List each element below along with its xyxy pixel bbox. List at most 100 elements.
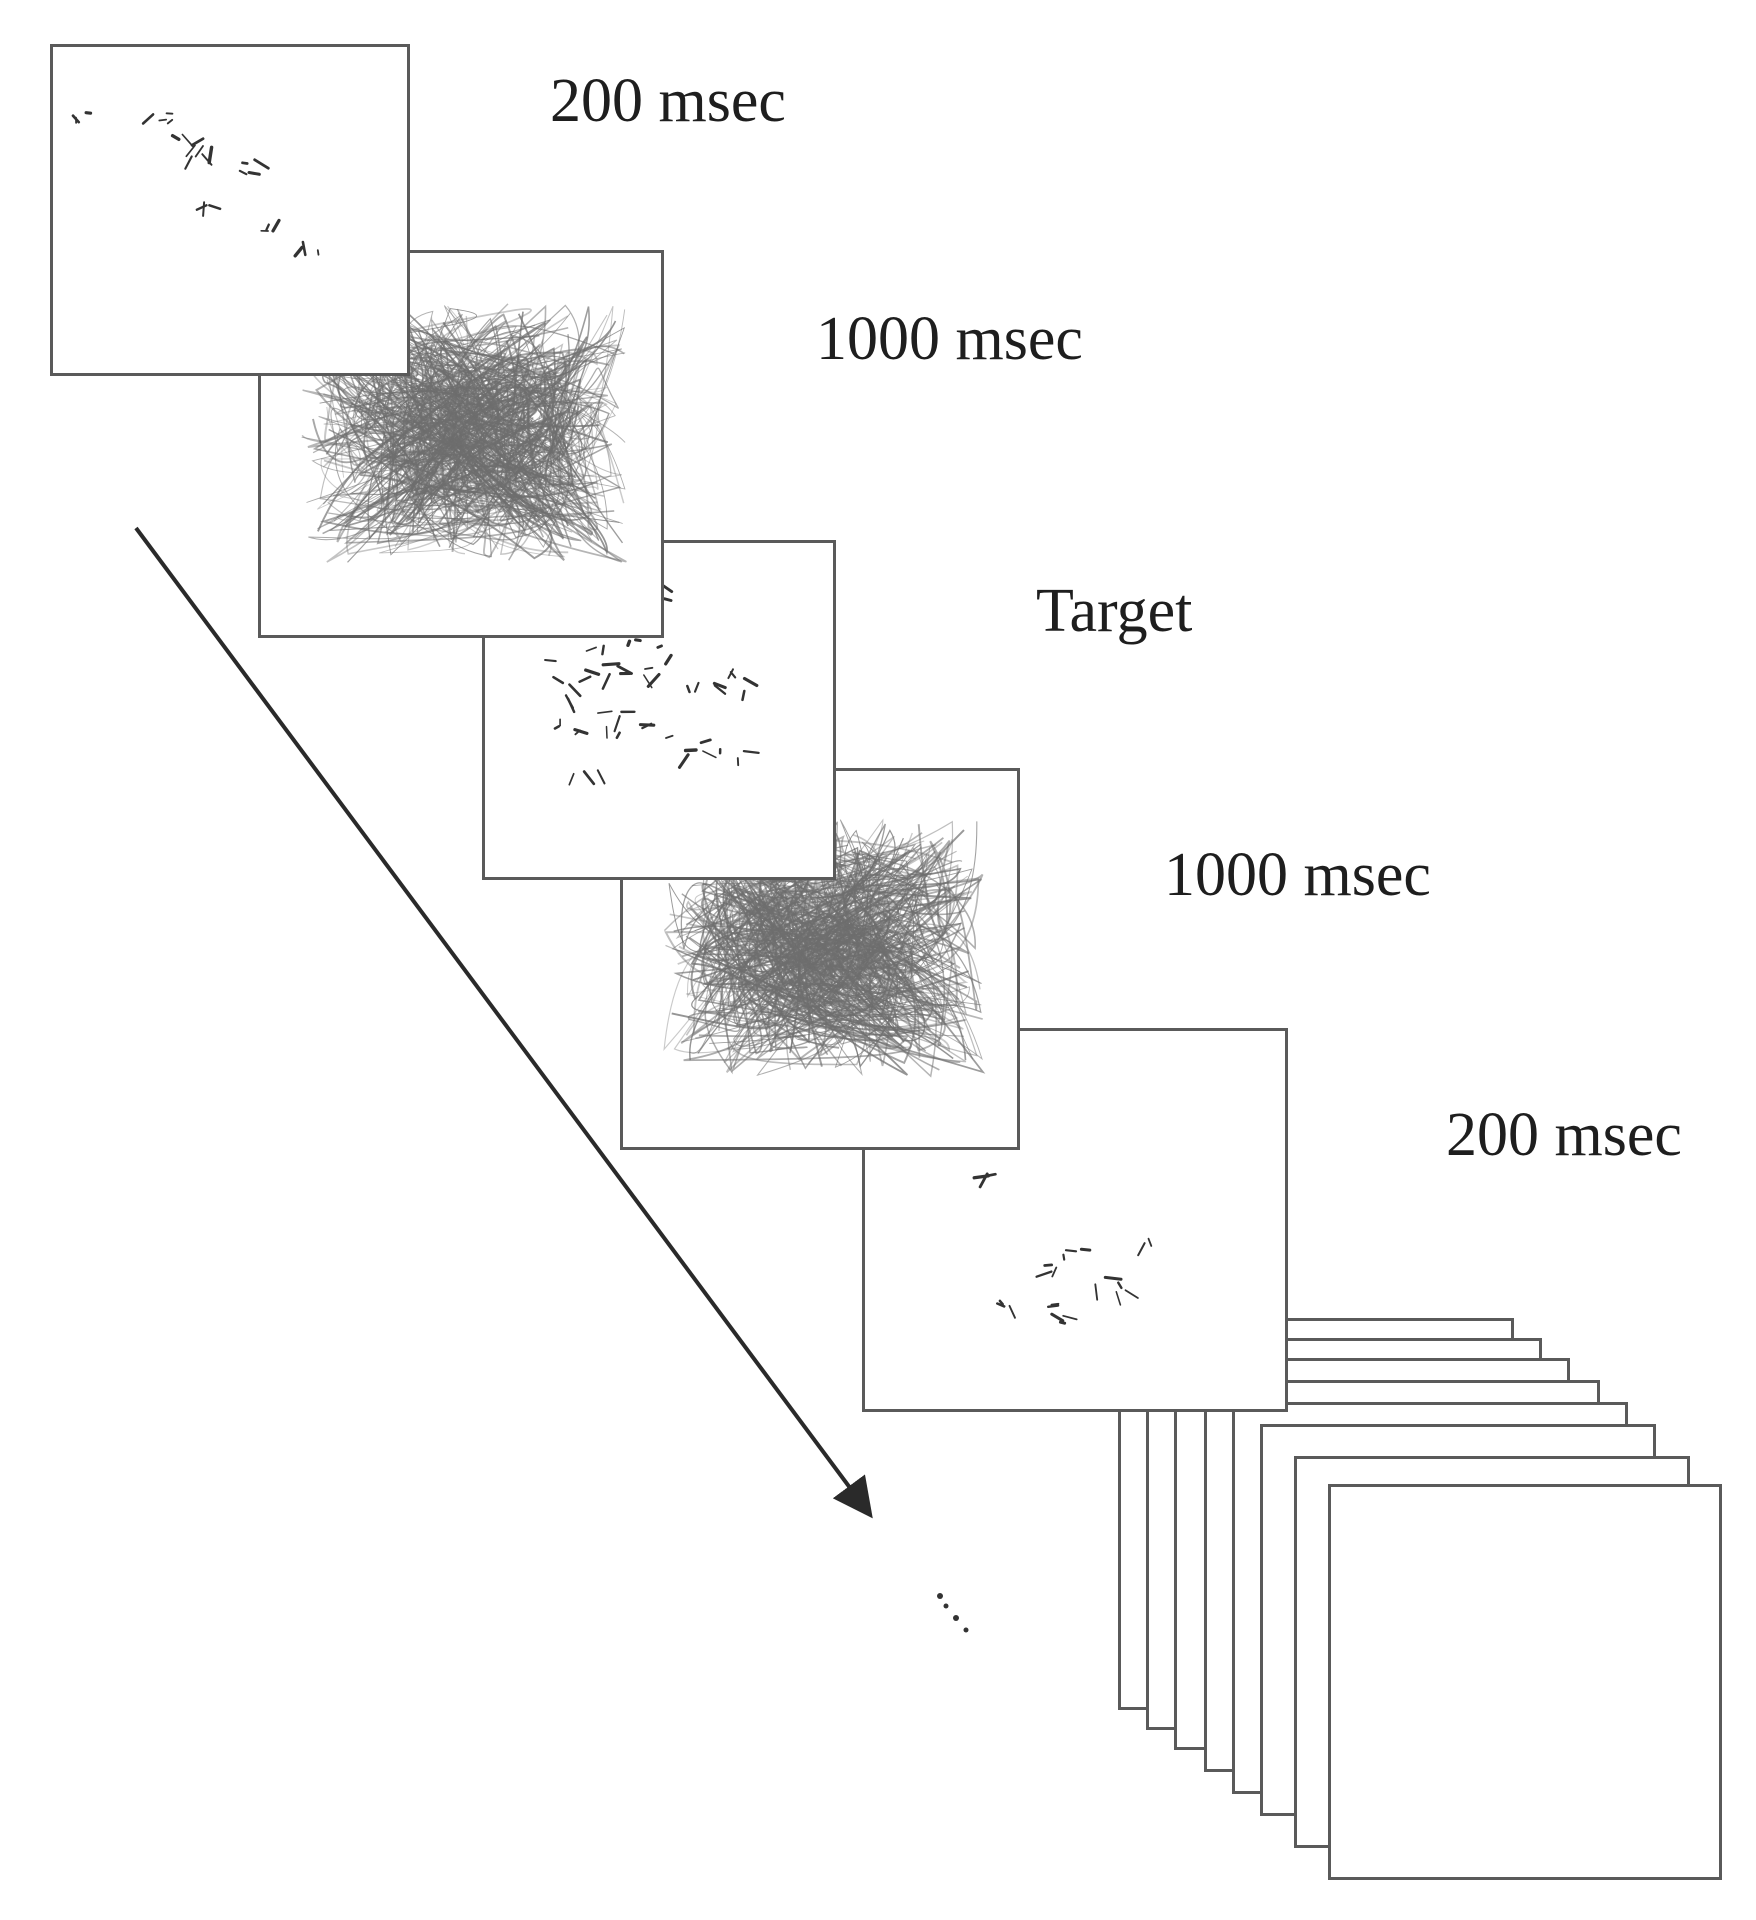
fragment-mark — [978, 1172, 989, 1189]
scribble-stroke — [325, 301, 594, 536]
frame-5-duration-label: 200 msec — [1446, 1101, 1682, 1169]
scribble-stroke — [734, 890, 973, 1007]
fragment-mark — [573, 728, 589, 735]
fragment-mark — [646, 672, 661, 688]
fragment-mark — [613, 715, 621, 733]
fragment-mark — [253, 158, 270, 170]
fragment-mark — [686, 684, 691, 694]
scribble-stroke — [701, 867, 928, 1055]
fragment-mark — [661, 583, 674, 594]
fragment-mark — [301, 240, 307, 257]
fragment-mark — [665, 734, 674, 739]
fragment-mark — [553, 725, 561, 730]
scribble-stroke — [823, 829, 968, 1007]
fragment-mark — [641, 722, 653, 730]
fragment-mark — [208, 204, 222, 211]
fragment-mark — [195, 204, 208, 211]
fragment-mark — [1050, 1302, 1060, 1306]
fragment-mark — [190, 137, 205, 147]
fragment-mark — [578, 675, 592, 683]
scribble-stroke — [411, 317, 554, 558]
fragment-mark — [316, 249, 320, 256]
fragment-mark — [634, 638, 642, 643]
scribble-stroke — [715, 820, 954, 1064]
fragment-mark — [202, 201, 206, 217]
scribble-stroke — [794, 885, 946, 1022]
scribble-stroke — [320, 365, 547, 526]
scribble-stroke — [744, 839, 922, 1037]
fragment-mark — [1117, 1281, 1123, 1290]
scribble-stroke — [342, 307, 469, 548]
fragment-mark — [1103, 1275, 1123, 1281]
fragment-mark — [1147, 1237, 1153, 1247]
fragment-mark — [699, 738, 712, 745]
fragment-mark — [1124, 1289, 1139, 1299]
scribble-stroke — [340, 364, 462, 523]
scribble-stroke — [349, 313, 608, 556]
fragment-mark — [727, 668, 734, 680]
fragment-mark — [713, 684, 727, 695]
fragment-mark — [616, 664, 633, 675]
scribble-stroke — [717, 901, 832, 1017]
fragment-mark — [158, 118, 168, 122]
frame-3-target-label: Target — [1036, 577, 1193, 645]
fragment-mark — [615, 731, 621, 740]
scribble-stroke — [376, 325, 615, 448]
scribble-stroke — [685, 873, 909, 975]
scribble-stroke — [715, 847, 953, 1025]
fragment-mark — [207, 145, 214, 165]
fragment-mark — [1050, 1312, 1065, 1323]
scribble-stroke — [748, 871, 943, 1026]
fragment-mark — [544, 658, 557, 663]
fragment-mark — [201, 153, 213, 166]
fragment-mark — [596, 769, 606, 785]
fragment-mark — [996, 1302, 1006, 1308]
fragment-mark — [683, 748, 698, 753]
fragment-mark — [693, 681, 700, 693]
scribble-mask-2 — [301, 298, 627, 563]
scribble-stroke — [431, 358, 576, 538]
fragment-drawing-1 — [71, 111, 320, 258]
fragment-mark — [1115, 1291, 1122, 1306]
fragment-mark — [729, 671, 737, 679]
fragment-mark — [605, 725, 608, 739]
scribble-stroke — [700, 898, 926, 988]
scribble-stroke — [726, 852, 939, 1025]
fragment-mark — [568, 772, 575, 786]
fragment-mark — [184, 155, 193, 170]
fragment-mark — [677, 753, 690, 769]
fragment-mark — [626, 639, 632, 648]
fragment-mark — [601, 644, 605, 656]
blank-frame-8 — [1328, 1484, 1722, 1880]
fragment-mark — [166, 118, 174, 125]
scribble-stroke — [676, 870, 962, 1069]
fragment-mark — [1094, 1283, 1099, 1301]
scribble-stroke — [675, 850, 957, 1030]
fragment-mark — [582, 770, 596, 786]
fragment-mark — [84, 111, 93, 115]
scribble-stroke — [425, 336, 605, 524]
scribble-stroke — [317, 377, 617, 510]
frame-1-duration-label: 200 msec — [550, 67, 786, 135]
fragment-mark — [597, 710, 613, 714]
time-arrow — [134, 526, 873, 1519]
scribble-stroke — [723, 878, 843, 965]
scribble-stroke — [729, 896, 946, 1061]
fragment-mark — [663, 597, 673, 602]
fragment-mark — [1062, 1253, 1066, 1261]
scribble-stroke — [358, 360, 563, 555]
scribble-stroke — [685, 819, 871, 1047]
frame-2-mask — [258, 250, 664, 638]
fragment-mark — [1051, 1266, 1058, 1278]
fragment-mark — [265, 223, 270, 231]
fragment-mark — [1064, 1249, 1078, 1253]
scribble-stroke — [704, 868, 910, 1045]
scribble-stroke — [391, 386, 625, 515]
fragment-mark — [601, 672, 611, 690]
scribble-stroke — [330, 383, 591, 503]
scribble-stroke — [681, 830, 984, 1056]
fragment-mark — [1043, 1263, 1054, 1267]
fragment-mark — [1058, 1320, 1067, 1325]
frame-2-duration-label: 1000 msec — [816, 305, 1083, 373]
